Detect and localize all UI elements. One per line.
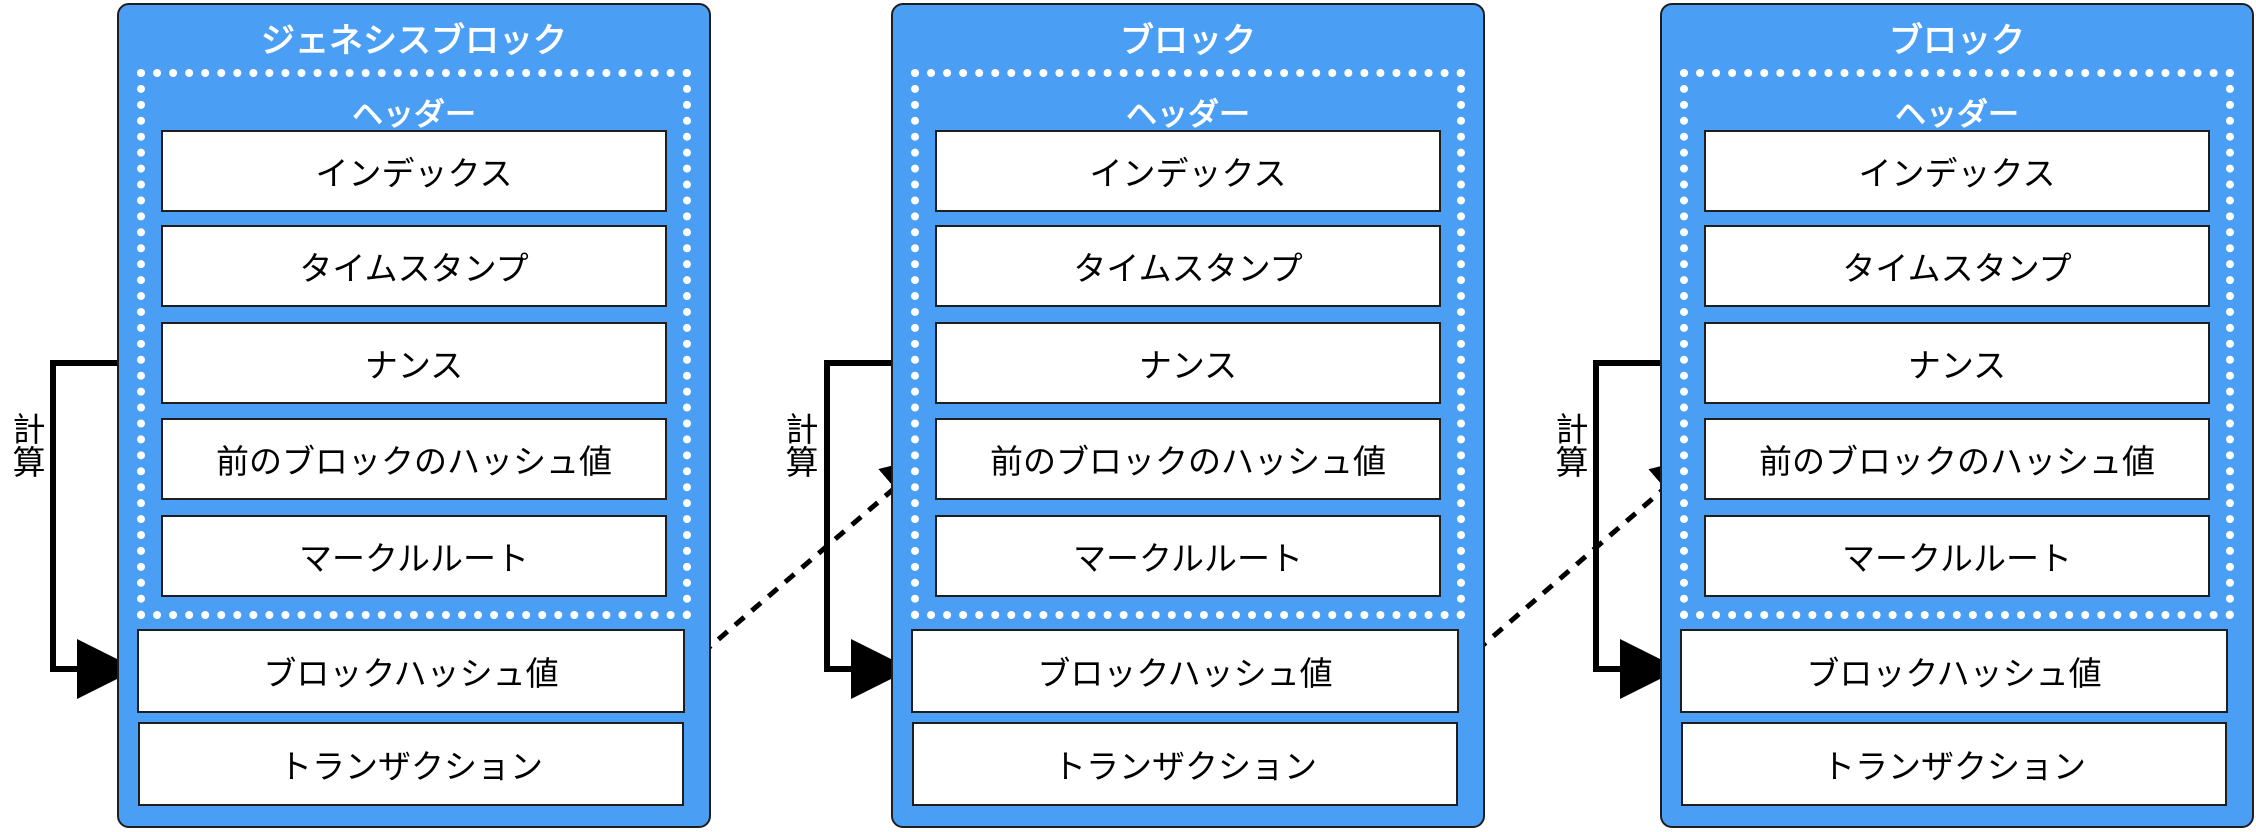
calc-bracket-arrow-3 [1593, 360, 1680, 699]
calc-label-2: 計算 [780, 412, 819, 478]
calc-bracket-arrow-1 [50, 360, 137, 699]
field-index: インデックス [161, 130, 667, 212]
field-block-hash: ブロックハッシュ値 [1680, 629, 2228, 713]
header-label: ヘッダー [352, 97, 476, 133]
field-transaction: トランザクション [138, 722, 684, 806]
field-timestamp: タイムスタンプ [1704, 225, 2210, 307]
field-nonce: ナンス [161, 322, 667, 404]
header-box: ヘッダー [1680, 69, 2234, 619]
header-box: ヘッダー [911, 69, 1465, 619]
genesis-block: ジェネシスブロック ヘッダー インデックス タイムスタンプ ナンス 前のブロック… [117, 3, 711, 828]
header-box: ヘッダー [137, 69, 691, 619]
field-index: インデックス [1704, 130, 2210, 212]
field-nonce: ナンス [935, 322, 1441, 404]
calc-bracket-arrow-2 [824, 360, 911, 699]
block-3: ブロック ヘッダー インデックス タイムスタンプ ナンス 前のブロックのハッシュ… [1660, 3, 2254, 828]
field-previous-hash: 前のブロックのハッシュ値 [935, 418, 1441, 500]
field-previous-hash: 前のブロックのハッシュ値 [161, 418, 667, 500]
field-merkle-root: マークルルート [161, 515, 667, 597]
field-timestamp: タイムスタンプ [935, 225, 1441, 307]
field-nonce: ナンス [1704, 322, 2210, 404]
field-transaction: トランザクション [912, 722, 1458, 806]
field-merkle-root: マークルルート [1704, 515, 2210, 597]
field-block-hash: ブロックハッシュ値 [137, 629, 685, 713]
header-label: ヘッダー [1126, 97, 1250, 133]
block-title: ジェネシスブロック [261, 21, 567, 61]
field-index: インデックス [935, 130, 1441, 212]
header-label: ヘッダー [1895, 97, 2019, 133]
calc-label-3: 計算 [1550, 412, 1589, 478]
block-2: ブロック ヘッダー インデックス タイムスタンプ ナンス 前のブロックのハッシュ… [891, 3, 1485, 828]
field-previous-hash: 前のブロックのハッシュ値 [1704, 418, 2210, 500]
field-block-hash: ブロックハッシュ値 [911, 629, 1459, 713]
chain-link-arrow-2 [1458, 455, 1703, 667]
field-timestamp: タイムスタンプ [161, 225, 667, 307]
block-title: ブロック [1889, 21, 2025, 61]
block-title: ブロック [1120, 21, 1256, 61]
field-merkle-root: マークルルート [935, 515, 1441, 597]
field-transaction: トランザクション [1681, 722, 2227, 806]
calc-label-1: 計算 [7, 412, 46, 478]
chain-link-arrow-1 [683, 455, 933, 670]
